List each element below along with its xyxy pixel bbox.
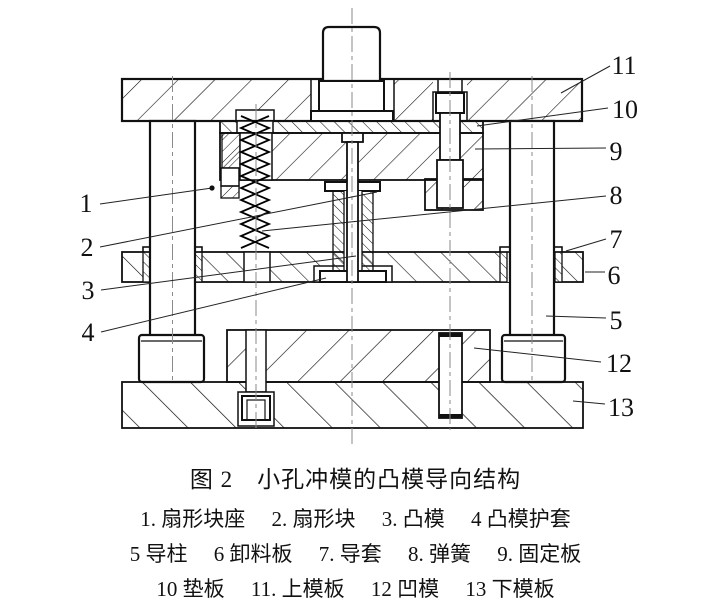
leader-dot-1: [209, 185, 215, 191]
left-pillar-boss: [137, 333, 206, 384]
right-guide-bushing-wall: [554, 251, 563, 283]
leader-line-3: [100, 255, 357, 291]
leader-line-9: [474, 147, 607, 150]
callout-label-7: 7: [610, 225, 623, 254]
sector-block-window: [220, 167, 240, 187]
callout-label-11: 11: [611, 51, 636, 80]
leader-line-10: [476, 107, 609, 127]
callout-label-1: 1: [80, 189, 93, 218]
callout-label-12: 12: [606, 349, 632, 378]
leader-line-7: [565, 238, 607, 252]
callout-label-5: 5: [610, 306, 623, 335]
punch-sleeve-wall: [361, 190, 374, 272]
right-guide-bushing-wall: [499, 251, 508, 283]
legend-line-1: 1. 扇形块座 2. 扇形块 3. 凸模 4 凸模护套: [140, 507, 571, 531]
callout-label-8: 8: [610, 181, 623, 210]
callout-label-9: 9: [610, 137, 623, 166]
callout-label-2: 2: [81, 233, 94, 262]
leader-line-8: [261, 195, 607, 232]
leader-line-2: [99, 191, 378, 248]
shank-body: [321, 25, 382, 83]
spring-seat-hole: [243, 251, 271, 283]
leader-line-4: [100, 277, 327, 333]
center-lines: [172, 8, 533, 446]
leader-line-5: [545, 315, 607, 319]
callout-label-3: 3: [82, 276, 95, 305]
spring-coil-zigzag: [238, 115, 272, 249]
fixing-plate-left-rib: [221, 132, 241, 169]
legend-line-2: 5 导柱 6 卸料板 7. 导套 8. 弹簧 9. 固定板: [129, 542, 582, 566]
callout-label-6: 6: [608, 261, 621, 290]
legend-line-3: 10 垫板 11. 上模板 12 凹模 13 下模板: [156, 577, 555, 601]
callout-label-4: 4: [82, 318, 95, 347]
leader-line-11: [560, 65, 611, 94]
figure-caption: 图 2 小孔冲模的凸模导向结构: [189, 467, 522, 492]
right-pillar-boss: [500, 333, 567, 384]
leader-line-12: [473, 347, 602, 363]
callout-label-13: 13: [608, 393, 634, 422]
stripper-spring: [238, 115, 272, 249]
callout-label-10: 10: [612, 95, 638, 124]
leader-line-1: [99, 187, 213, 205]
leader-line-13: [572, 400, 606, 405]
sector-block-seat-block: [220, 185, 240, 199]
